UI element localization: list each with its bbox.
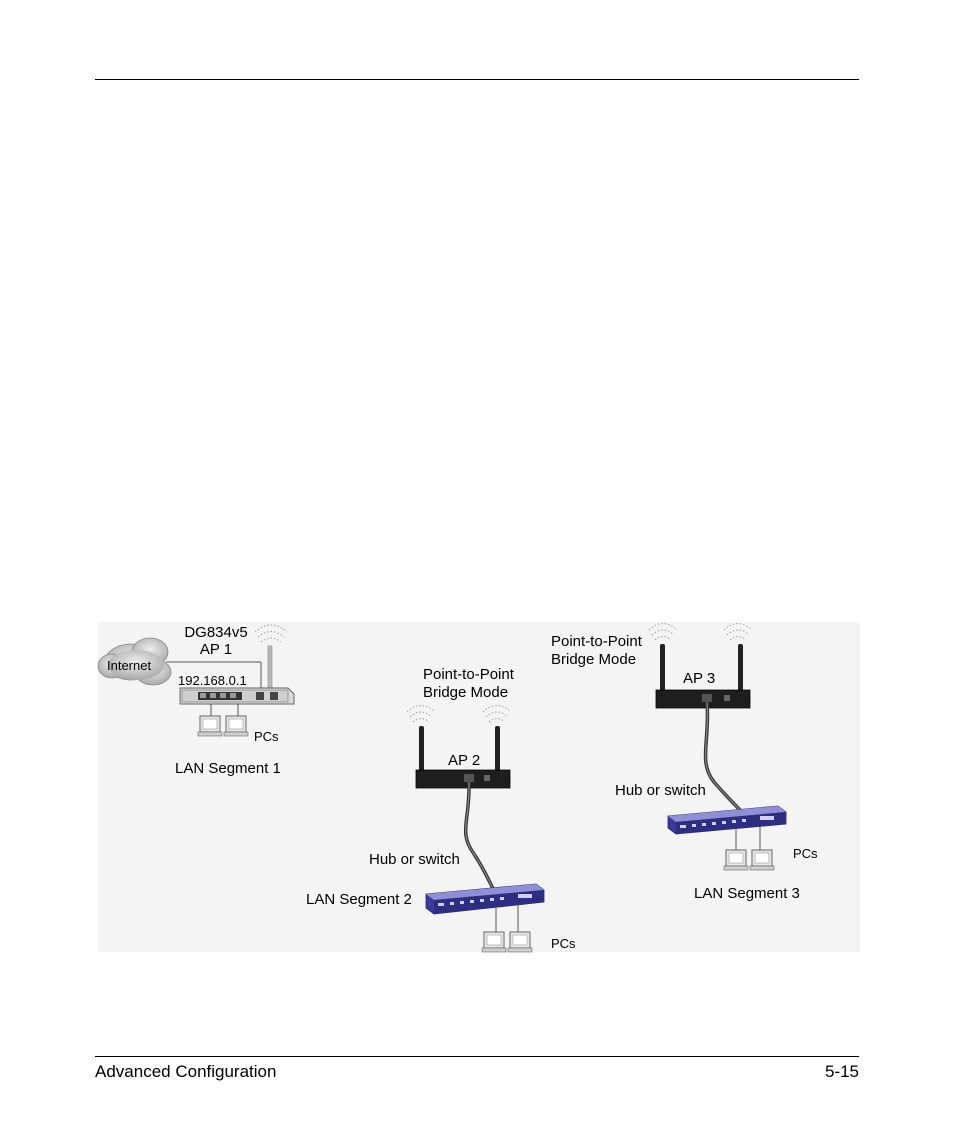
footer-section-title: Advanced Configuration — [95, 1062, 277, 1081]
pcs-segment-2-icon — [481, 904, 533, 953]
ap3-cable — [703, 701, 744, 814]
ap3-mode-line2: Bridge Mode — [551, 651, 637, 668]
internet-cloud-icon — [97, 637, 172, 686]
header-rule — [95, 79, 859, 80]
ap2-mode-line2: Bridge Mode — [423, 684, 509, 701]
network-diagram: Internet DG834v5 AP 1 192.168.0.1 PCs LA… — [97, 622, 860, 953]
pcs-segment-1-icon — [197, 704, 249, 737]
ap2-mode-line1: Point-to-Point — [423, 666, 514, 683]
pcs-label-2: PCs — [551, 936, 576, 951]
ap2-icon — [406, 704, 512, 789]
router-name-label: DG834v5 — [184, 624, 248, 641]
hub-switch-2-label: Hub or switch — [369, 851, 460, 868]
internet-label: Internet — [107, 658, 152, 673]
pcs-label-1: PCs — [254, 729, 279, 744]
switch-segment-2-icon — [425, 883, 545, 915]
pcs-segment-3-icon — [723, 826, 775, 871]
footer-rule — [95, 1056, 859, 1057]
ap3-label: AP 3 — [683, 670, 716, 687]
ip-address-label: 192.168.0.1 — [178, 673, 247, 688]
router-icon — [179, 624, 295, 705]
lan-segment-3-label: LAN Segment 3 — [694, 885, 800, 902]
ap2-label: AP 2 — [448, 752, 481, 769]
ap3-mode-line1: Point-to-Point — [551, 633, 642, 650]
ap3-icon — [648, 622, 753, 709]
ap1-label: AP 1 — [199, 641, 233, 658]
diagram-graphics — [97, 622, 787, 953]
lan-segment-1-label: LAN Segment 1 — [175, 760, 281, 777]
pcs-label-3: PCs — [793, 846, 818, 861]
lan-segment-2-label: LAN Segment 2 — [306, 891, 412, 908]
hub-switch-3-label: Hub or switch — [615, 782, 706, 799]
switch-segment-3-icon — [667, 805, 787, 835]
ap2-cable — [463, 781, 500, 899]
footer-page-number: 5-15 — [824, 1062, 859, 1081]
